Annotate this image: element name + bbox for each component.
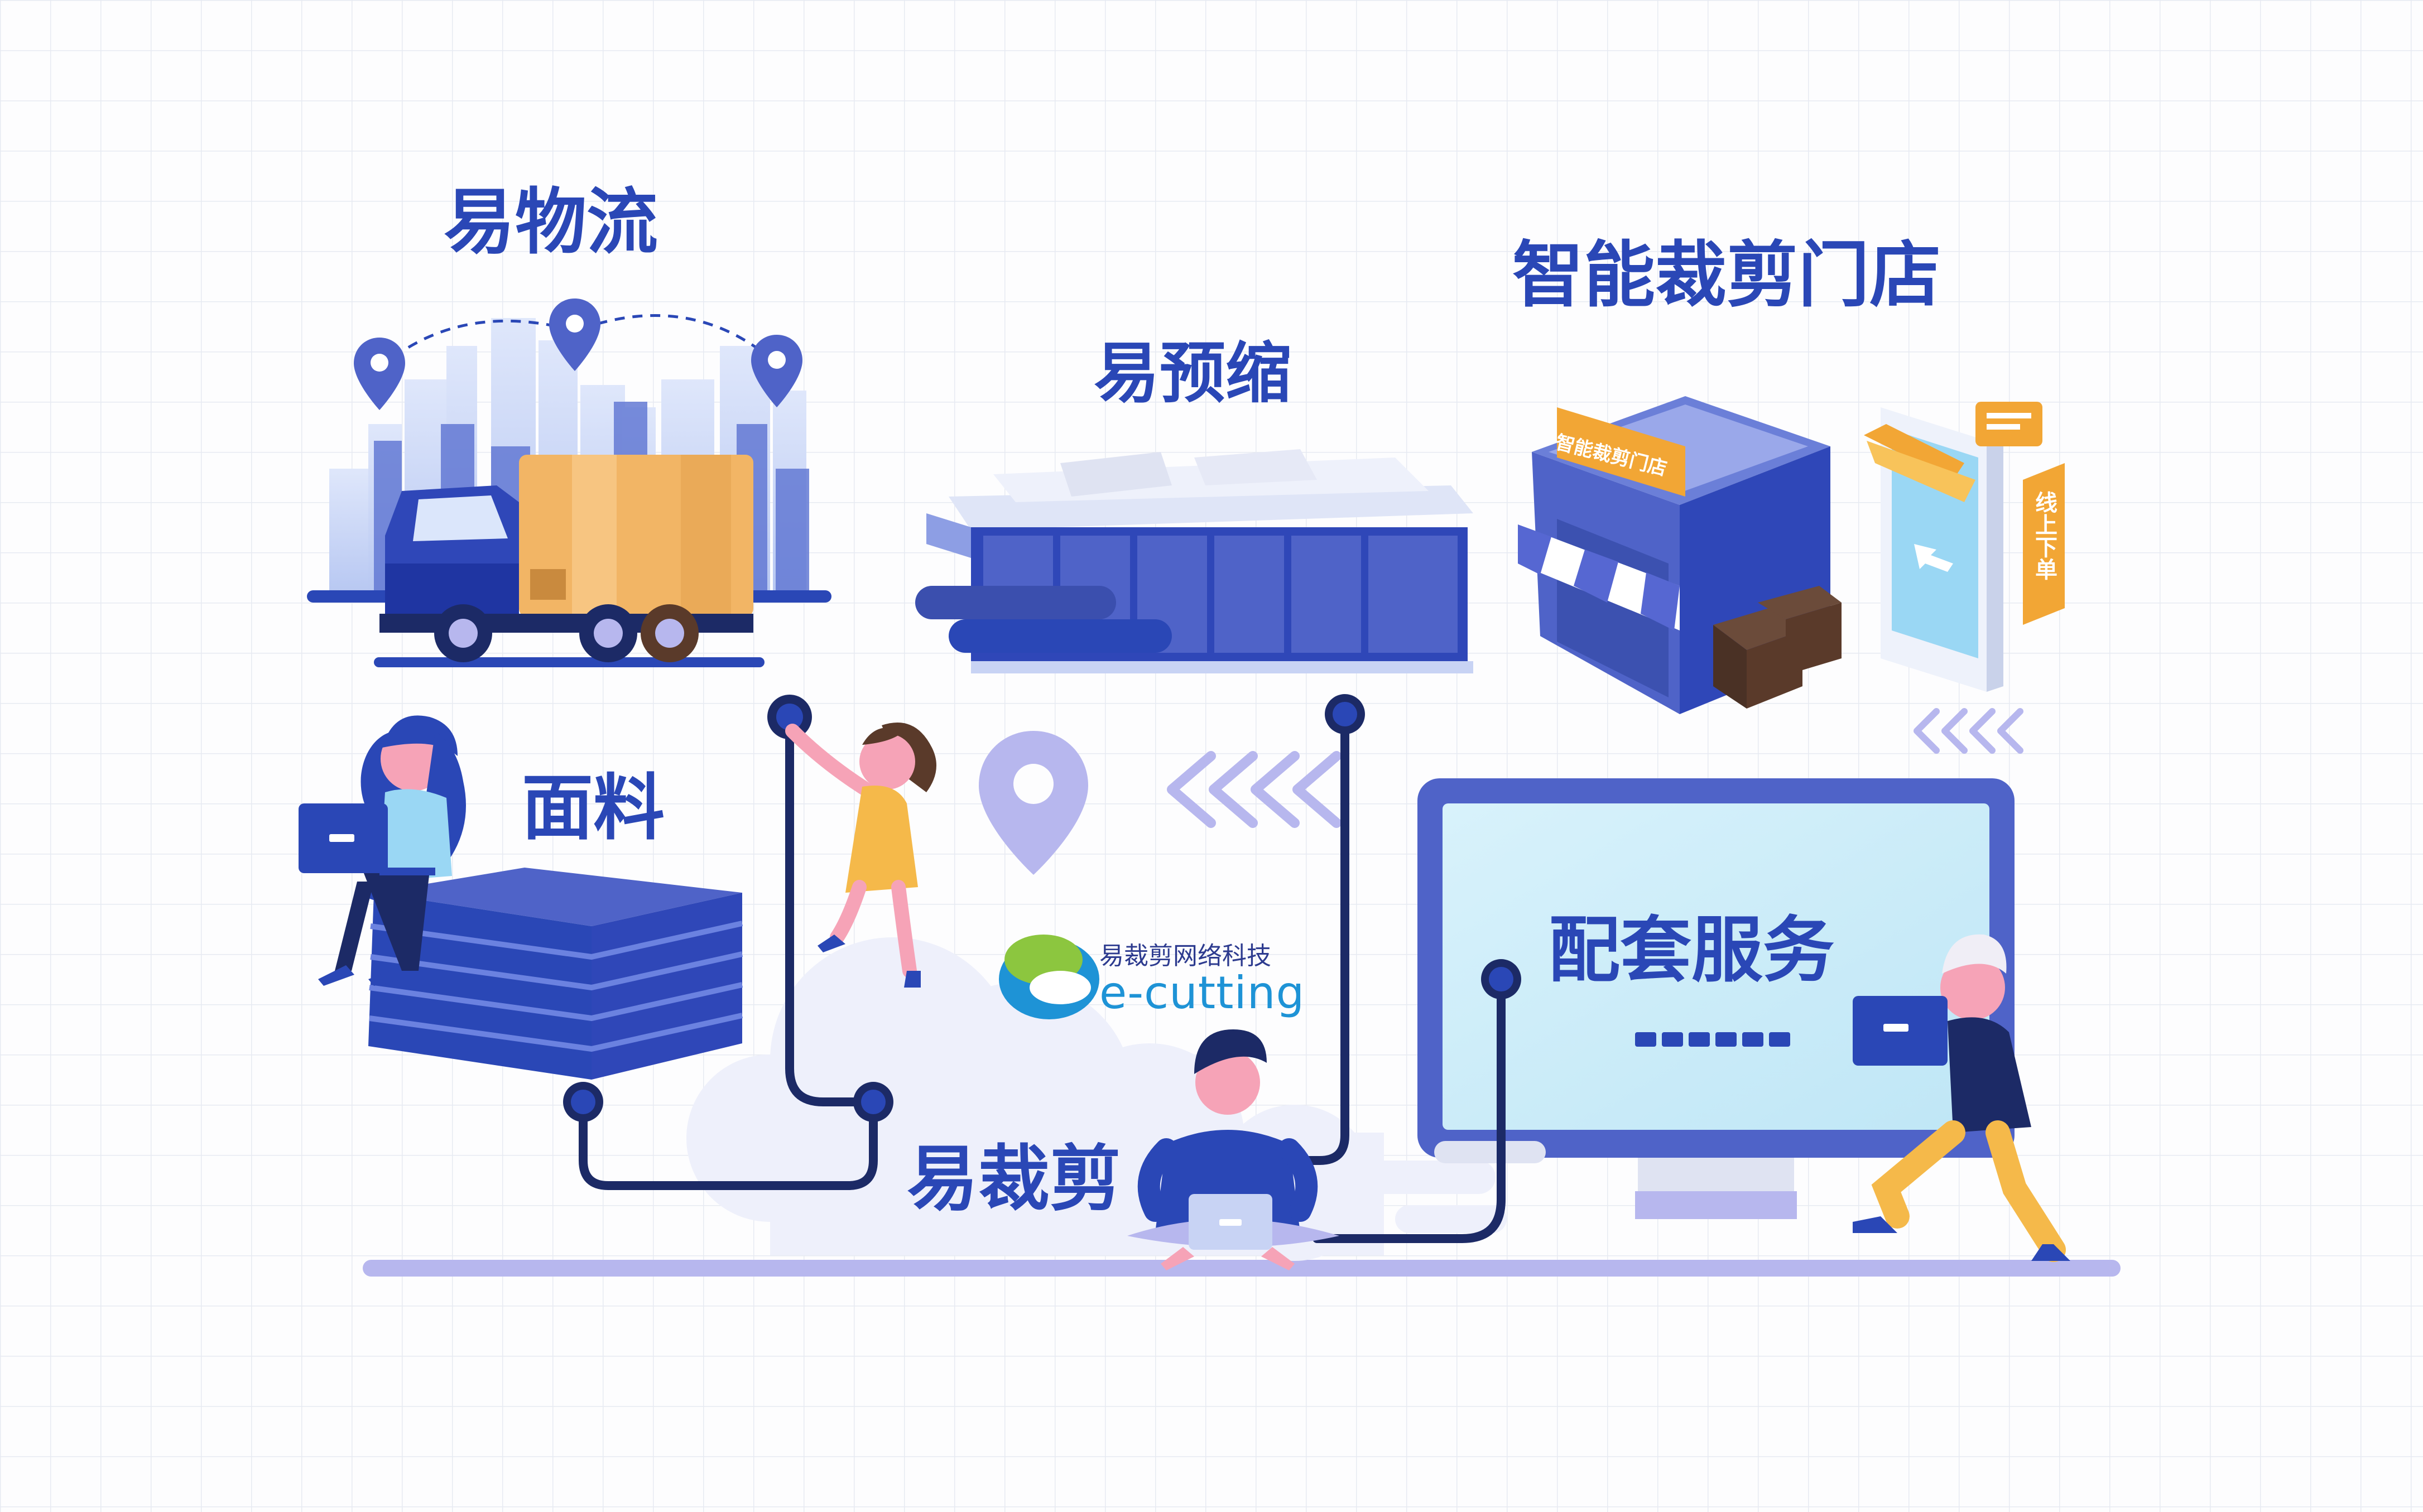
label-smart-store: 智能裁剪门店	[1512, 234, 1941, 317]
brand-logo: 易裁剪网络科技 e-cutting	[999, 923, 1311, 1029]
label-support-service: 配套服务	[1549, 909, 1835, 992]
laptop-icon	[299, 803, 435, 875]
ground-line	[363, 1260, 2121, 1277]
screen-dash-indicator	[1635, 1032, 1790, 1047]
person-icon	[785, 723, 936, 988]
location-pin-icon	[354, 338, 405, 410]
road-line-lower	[374, 657, 765, 667]
location-pin-icon	[751, 335, 802, 407]
label-logistics: 易物流	[444, 181, 658, 264]
logistics-illustration	[307, 298, 831, 667]
location-pin-icon	[549, 298, 600, 371]
brand-chinese-name: 易裁剪网络科技	[1099, 942, 1271, 970]
label-preshrink: 易预缩	[1094, 335, 1292, 412]
brand-english-name: e-cutting	[1099, 967, 1305, 1019]
route-arc-right	[580, 314, 777, 364]
laptop-icon	[1853, 996, 1948, 1066]
location-pin-icon	[979, 731, 1088, 875]
label-cutting: 易裁剪	[907, 1138, 1122, 1221]
e-cutting-logo-icon	[999, 935, 1099, 1019]
chevron-left-arrows-icon	[1914, 708, 2023, 754]
factory-machine-icon	[915, 449, 1473, 673]
smartphone-icon	[1864, 402, 2065, 692]
truck-icon	[379, 455, 753, 662]
connection-cables	[579, 710, 1506, 1243]
label-fabric: 面料	[522, 767, 665, 850]
person-icon	[1853, 934, 2070, 1262]
online-order-tag: 线上下单	[2031, 491, 2057, 580]
storefront-icon	[1518, 396, 1842, 714]
cable-node-icon	[563, 694, 1521, 1122]
fabric-stack-icon	[368, 868, 743, 1080]
chevron-left-arrows-icon	[1167, 751, 1342, 828]
laptop-icon	[1189, 1194, 1272, 1250]
